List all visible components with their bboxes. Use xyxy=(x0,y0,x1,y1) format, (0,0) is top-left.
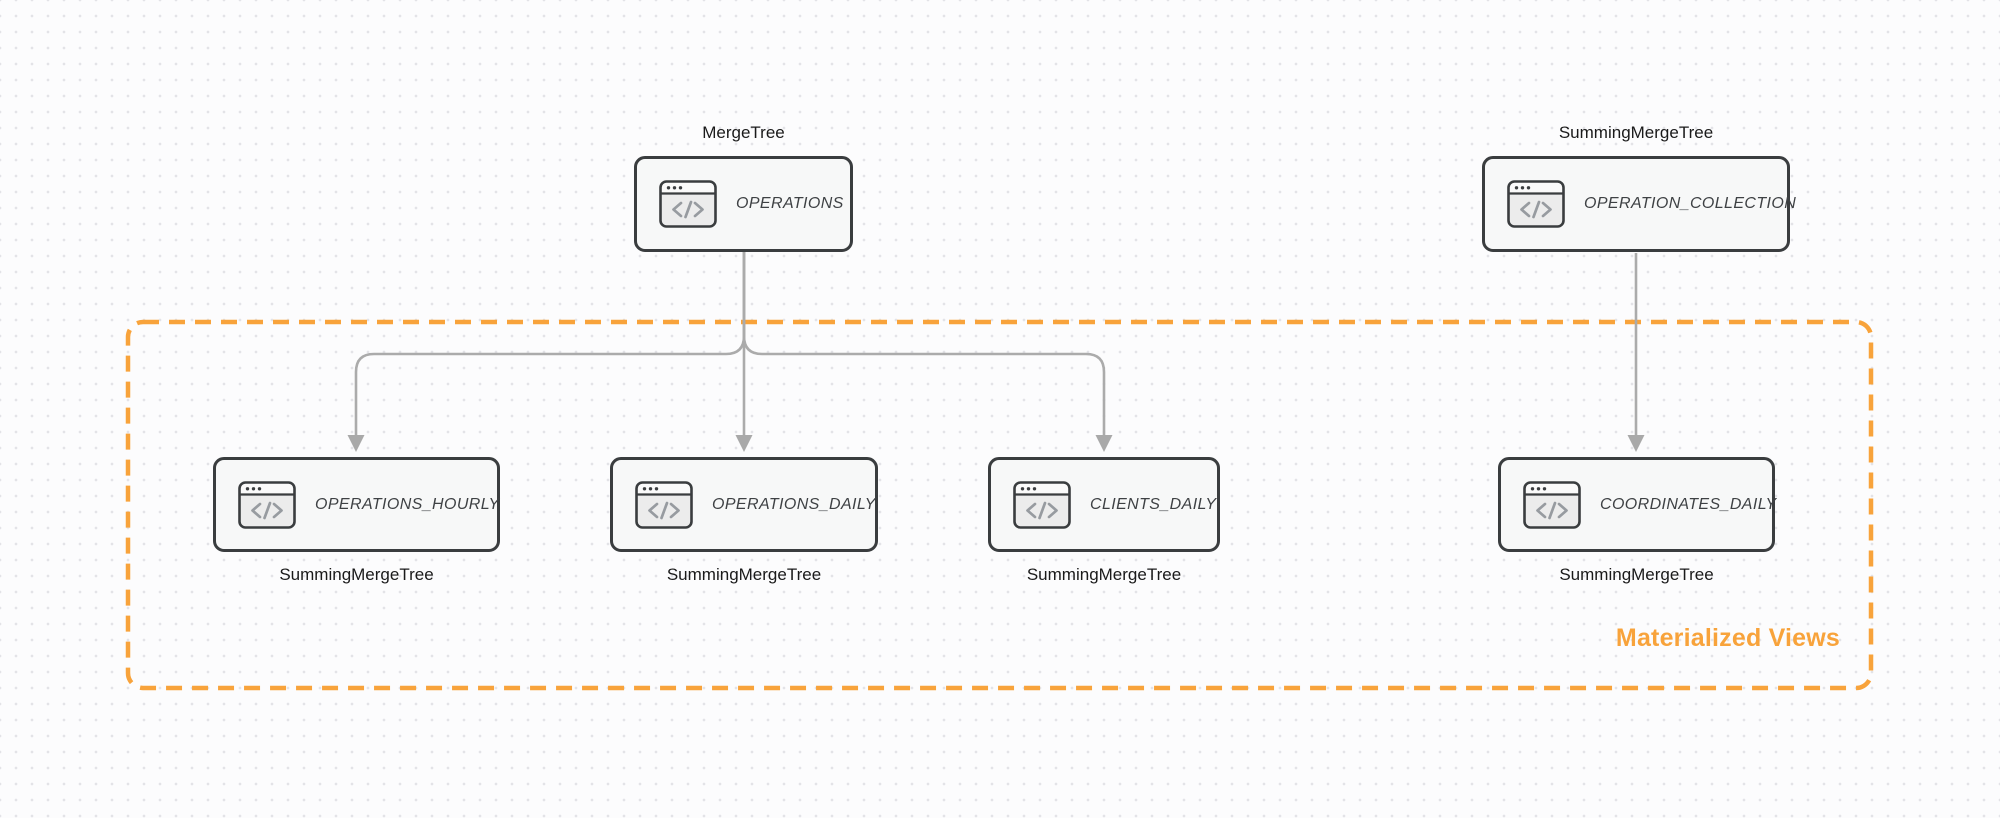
engine-label: SummingMergeTree xyxy=(666,565,822,584)
node-box[interactable]: OPERATIONS_DAILY xyxy=(610,457,878,552)
node-box[interactable]: COORDINATES_DAILY xyxy=(1498,457,1777,552)
code-window-icon xyxy=(635,480,693,529)
edge-operations-to-daily-arrowhead xyxy=(735,435,753,452)
code-window-icon xyxy=(1507,180,1565,228)
table-node-coordinates-daily[interactable]: COORDINATES_DAILY SummingMergeTree xyxy=(1498,457,1777,584)
table-node-operation-collection[interactable]: SummingMergeTree OPERATION_COLLECTION xyxy=(1482,123,1796,252)
table-node-operations[interactable]: MergeTree OPERATIONS xyxy=(634,123,853,252)
node-box[interactable]: CLIENTS_DAILY xyxy=(988,457,1220,552)
code-window-icon xyxy=(1013,480,1071,529)
edge-operations-to-clients xyxy=(742,252,1106,436)
table-node-operations-daily[interactable]: OPERATIONS_DAILY SummingMergeTree xyxy=(610,457,878,584)
table-name: COORDINATES_DAILY xyxy=(1600,495,1777,513)
table-name: OPERATIONS_DAILY xyxy=(712,495,876,513)
materialized-views-label: Materialized Views xyxy=(1615,624,1840,652)
table-name: OPERATION_COLLECTION xyxy=(1584,195,1797,212)
table-node-operations-hourly[interactable]: OPERATIONS_HOURLY SummingMergeTree xyxy=(213,457,500,584)
node-box[interactable]: OPERATION_COLLECTION xyxy=(1482,156,1796,252)
code-window-icon xyxy=(238,480,296,529)
table-node-clients-daily[interactable]: CLIENTS_DAILY SummingMergeTree xyxy=(988,457,1220,584)
node-box[interactable]: OPERATIONS_HOURLY xyxy=(213,457,500,552)
edge-operations-to-clients-arrowhead xyxy=(1095,435,1113,452)
table-name: CLIENTS_DAILY xyxy=(1090,495,1217,513)
code-window-icon xyxy=(659,180,717,228)
engine-label: SummingMergeTree xyxy=(1026,565,1182,584)
node-box[interactable]: OPERATIONS xyxy=(634,156,853,252)
edge-collection-to-coordinates-arrowhead xyxy=(1627,435,1645,452)
engine-label: MergeTree xyxy=(702,123,785,142)
edge-operations-to-hourly xyxy=(354,252,746,436)
engine-label: SummingMergeTree xyxy=(1558,123,1714,142)
edge-operations-to-hourly-arrowhead xyxy=(347,435,365,452)
engine-label: SummingMergeTree xyxy=(279,565,434,584)
table-name: OPERATIONS_HOURLY xyxy=(315,495,500,513)
table-name: OPERATIONS xyxy=(736,195,844,212)
engine-label: SummingMergeTree xyxy=(1559,565,1714,584)
code-window-icon xyxy=(1523,480,1581,529)
